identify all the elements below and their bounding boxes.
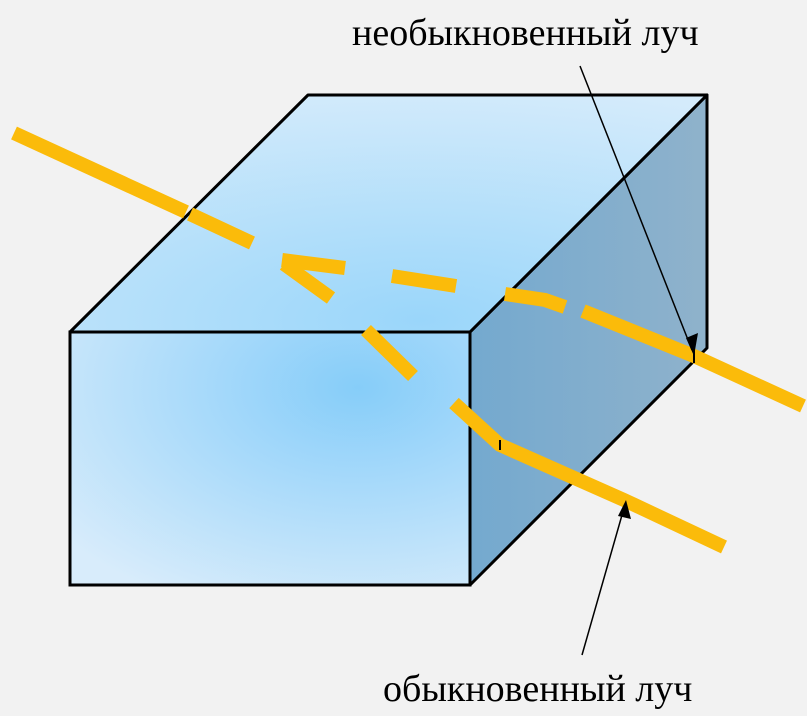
extraordinary-ray-dash [281,253,346,275]
extraordinary-ray-dash [187,207,255,250]
incident-ray [11,126,189,219]
extraordinary-leader [579,65,698,356]
ordinary-ray-label: обыкновенный луч [383,668,693,710]
extraordinary-leader-line [579,65,693,351]
ordinary-ray-inside [279,258,418,382]
ordinary-ray-dash [279,258,336,304]
ordinary-ray-dash [361,324,418,382]
extraordinary-ray-label: необыкновенный луч [352,12,699,54]
ordinary-leader-line [581,507,625,656]
ordinary-ray-exit [449,397,727,554]
extraordinary-ray-dash [390,269,458,293]
ordinary-leader [581,500,631,656]
extraordinary-ray-dash [503,287,568,314]
extraordinary-ray-inside [187,207,568,314]
arrowhead-icon [618,500,631,519]
arrowhead-icon [686,333,698,356]
